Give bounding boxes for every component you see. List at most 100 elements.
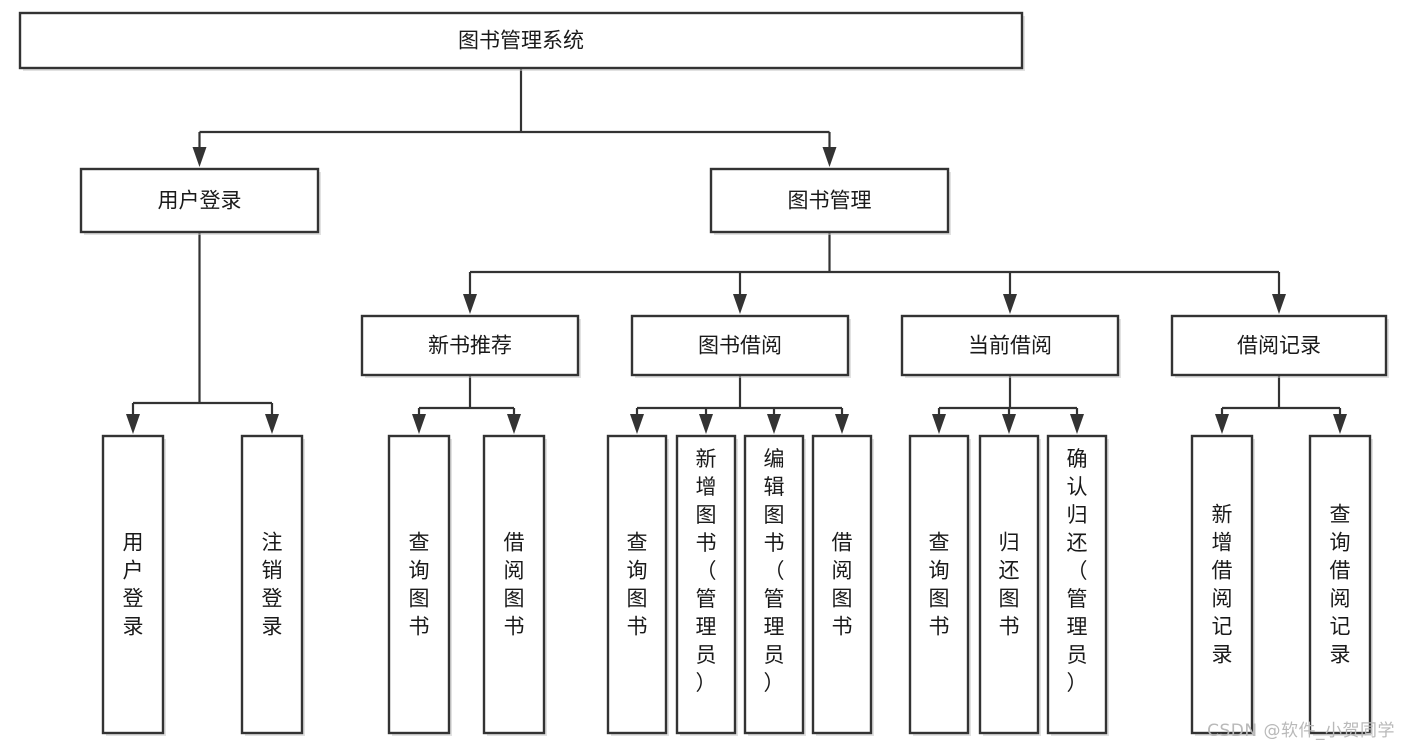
arrow-head-icon [265, 414, 279, 434]
node-rect[interactable] [675, 434, 737, 735]
node-label: 查询图书 [627, 531, 648, 639]
node-leaf-return-book[interactable]: 归还图书 [978, 434, 1041, 736]
node-label: 查询借阅记录 [1330, 503, 1351, 667]
node-leaf-query-record[interactable]: 查询借阅记录 [1308, 434, 1373, 736]
arrow-triangle [1333, 414, 1347, 434]
arrow-triangle [699, 414, 713, 434]
arrow-head-icon [1215, 414, 1229, 434]
node-leaf-query-book-3[interactable]: 查询图书 [908, 434, 971, 736]
arrow-triangle [1002, 414, 1016, 434]
node-rect[interactable] [240, 434, 304, 735]
node-user-login[interactable]: 用户登录 [79, 167, 321, 235]
arrow-triangle [1272, 294, 1286, 314]
node-rect[interactable] [387, 434, 451, 735]
arrow-head-icon [507, 414, 521, 434]
node-rect[interactable] [482, 434, 546, 735]
node-rect[interactable] [743, 434, 805, 735]
node-label: 新增图书（管理员） [696, 447, 717, 695]
arrow-head-icon [463, 294, 477, 314]
node-label: 归还图书 [999, 531, 1020, 639]
node-root[interactable]: 图书管理系统 [18, 11, 1025, 71]
arrow-head-icon [835, 414, 849, 434]
node-leaf-borrow-book-1[interactable]: 借阅图书 [482, 434, 547, 736]
arrow-head-icon [126, 414, 140, 434]
node-rect[interactable] [360, 314, 580, 377]
node-rect[interactable] [709, 167, 950, 234]
arrow-triangle [507, 414, 521, 434]
node-book-manage[interactable]: 图书管理 [709, 167, 951, 235]
arrow-head-icon [932, 414, 946, 434]
node-label: 借阅记录 [1237, 334, 1321, 358]
arrow-triangle [1070, 414, 1084, 434]
arrow-triangle [192, 147, 207, 167]
node-label: 图书借阅 [698, 334, 782, 358]
arrow-head-icon [767, 414, 781, 434]
arrow-head-icon [822, 147, 837, 167]
node-label: 借阅图书 [504, 531, 525, 639]
connectors-layer [126, 68, 1347, 434]
node-rect[interactable] [1190, 434, 1254, 735]
node-label: 查询图书 [929, 531, 950, 639]
node-leaf-query-book-2[interactable]: 查询图书 [606, 434, 669, 736]
node-rect[interactable] [18, 11, 1024, 70]
node-leaf-add-record[interactable]: 新增借阅记录 [1190, 434, 1255, 736]
node-label: 查询图书 [409, 531, 430, 639]
node-label: 新增借阅记录 [1212, 503, 1233, 667]
node-rect[interactable] [1308, 434, 1372, 735]
watermark-text: CSDN @软件_小贺同学 [1207, 721, 1395, 741]
node-new-book-rec[interactable]: 新书推荐 [360, 314, 581, 378]
arrow-head-icon [1333, 414, 1347, 434]
arrow-triangle [835, 414, 849, 434]
node-label: 确认归还（管理员） [1067, 447, 1088, 695]
node-label: 用户登录 [123, 531, 144, 639]
arrow-head-icon [1002, 414, 1016, 434]
node-rect[interactable] [606, 434, 668, 735]
arrow-triangle [1003, 294, 1017, 314]
arrow-triangle [265, 414, 279, 434]
node-rect[interactable] [1046, 434, 1108, 735]
arrow-head-icon [1272, 294, 1286, 314]
arrow-triangle [412, 414, 426, 434]
node-label: 图书管理 [788, 189, 872, 213]
arrow-triangle [932, 414, 946, 434]
arrow-head-icon [699, 414, 713, 434]
arrow-head-icon [192, 147, 207, 167]
node-label: 借阅图书 [832, 531, 853, 639]
arrow-head-icon [733, 294, 747, 314]
node-rect[interactable] [908, 434, 970, 735]
node-label: 编辑图书（管理员） [764, 447, 785, 695]
node-label: 注销登录 [262, 531, 283, 639]
node-rect[interactable] [101, 434, 165, 735]
node-leaf-query-book-1[interactable]: 查询图书 [387, 434, 452, 736]
node-label: 新书推荐 [428, 334, 512, 358]
node-leaf-confirm-return[interactable]: 确认归还（管理员） [1046, 434, 1109, 736]
node-rect[interactable] [811, 434, 873, 735]
node-book-borrow[interactable]: 图书借阅 [630, 314, 851, 378]
arrow-triangle [630, 414, 644, 434]
node-leaf-add-book[interactable]: 新增图书（管理员） [675, 434, 738, 736]
node-rect[interactable] [79, 167, 320, 234]
node-leaf-edit-book[interactable]: 编辑图书（管理员） [743, 434, 806, 736]
node-current-borrow[interactable]: 当前借阅 [900, 314, 1121, 378]
node-label: 图书管理系统 [458, 29, 584, 53]
boxes-layer: 图书管理系统用户登录图书管理新书推荐图书借阅当前借阅借阅记录用户登录注销登录查询… [18, 11, 1389, 736]
node-label: 当前借阅 [968, 334, 1052, 358]
node-label: 用户登录 [158, 189, 242, 213]
arrow-head-icon [412, 414, 426, 434]
arrow-triangle [822, 147, 837, 167]
node-leaf-user-login[interactable]: 用户登录 [101, 434, 166, 736]
node-leaf-logout[interactable]: 注销登录 [240, 434, 305, 736]
arrow-triangle [1215, 414, 1229, 434]
node-rect[interactable] [1170, 314, 1388, 377]
node-borrow-record[interactable]: 借阅记录 [1170, 314, 1389, 378]
arrow-triangle [733, 294, 747, 314]
arrow-head-icon [630, 414, 644, 434]
arrow-head-icon [1003, 294, 1017, 314]
arrow-triangle [126, 414, 140, 434]
node-leaf-borrow-book-2[interactable]: 借阅图书 [811, 434, 874, 736]
node-rect[interactable] [900, 314, 1120, 377]
node-rect[interactable] [978, 434, 1040, 735]
node-rect[interactable] [630, 314, 850, 377]
